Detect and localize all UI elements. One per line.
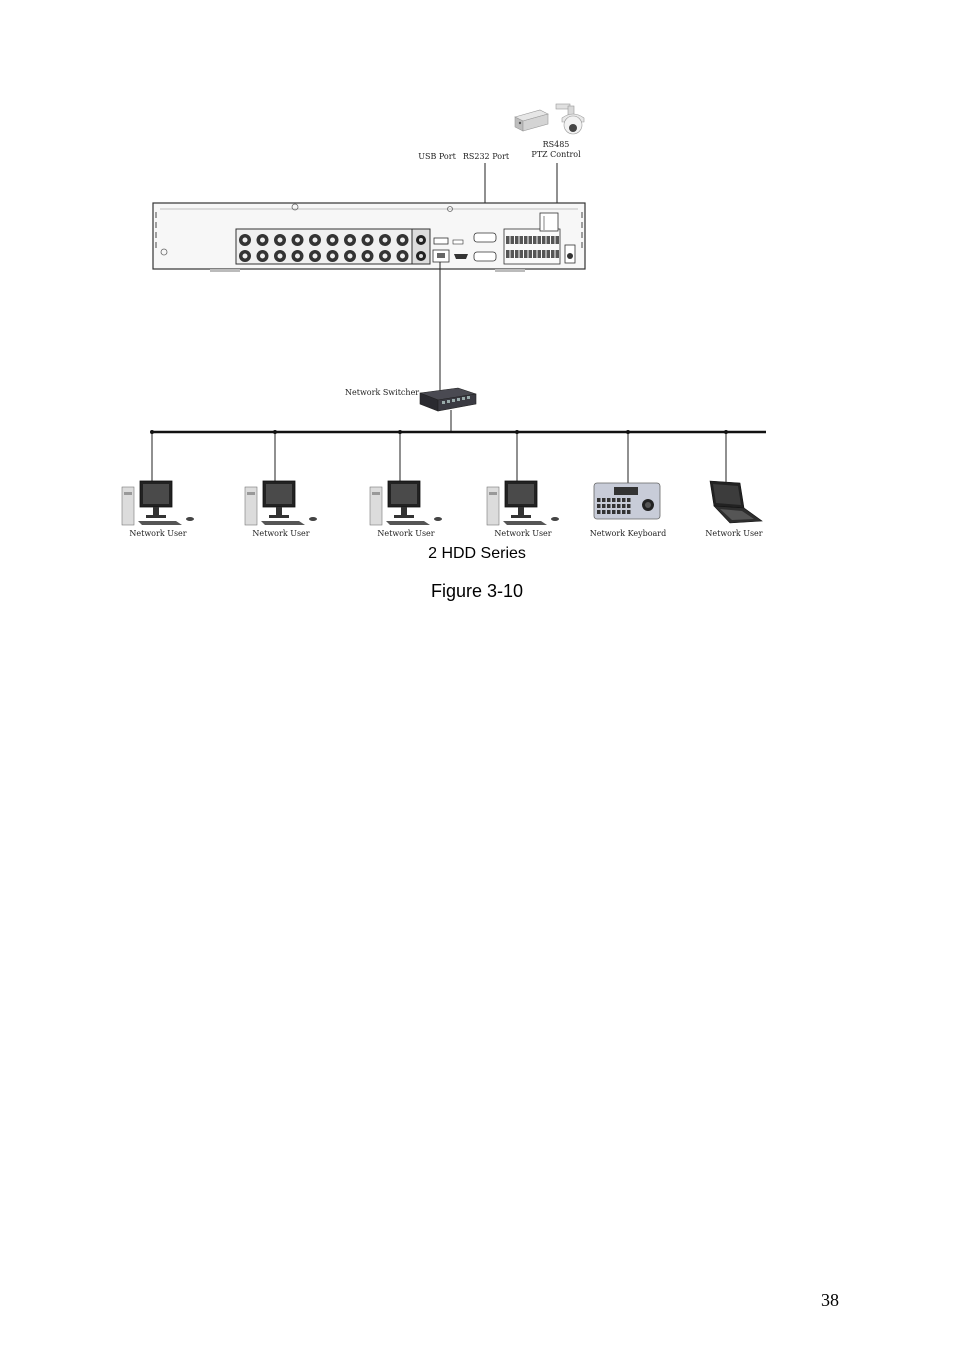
usb-port-icon xyxy=(433,237,449,245)
device-1-desktop: Network User xyxy=(121,430,194,538)
rs232-port-label: RS232 Port xyxy=(463,152,510,161)
alarm-terminal-block xyxy=(506,236,559,258)
device-5-keyboard: Network Keyboard xyxy=(590,430,667,538)
terminal-pin xyxy=(506,236,510,244)
device-2-desktop: Network User xyxy=(244,430,317,538)
terminal-pin xyxy=(533,236,537,244)
terminal-pin xyxy=(542,236,546,244)
terminal-pin xyxy=(528,250,532,258)
terminal-pin xyxy=(528,236,532,244)
terminal-pin xyxy=(510,236,514,244)
bnc-video-ports xyxy=(239,234,409,262)
dvr-rear-panel xyxy=(152,202,586,272)
device-6-laptop: Network User xyxy=(705,430,763,538)
terminal-pin xyxy=(537,236,541,244)
terminal-pin xyxy=(515,236,519,244)
terminal-pin xyxy=(546,236,550,244)
rs485-label: RS485 xyxy=(543,140,570,149)
desktop-computer-icon xyxy=(244,480,317,526)
device-label: Network User xyxy=(494,529,551,538)
usb-port-label: USB Port xyxy=(418,152,456,161)
terminal-pin xyxy=(551,250,555,258)
terminal-pin xyxy=(506,250,510,258)
terminal-pin xyxy=(524,250,528,258)
rs232-port-icon xyxy=(473,232,497,243)
terminal-pin xyxy=(510,250,514,258)
desktop-computer-icon xyxy=(121,480,194,526)
terminal-pin xyxy=(519,236,523,244)
network-switch-icon xyxy=(419,387,477,412)
terminal-pin xyxy=(533,250,537,258)
device-label: Network User xyxy=(377,529,434,538)
device-label: Network User xyxy=(129,529,186,538)
terminal-pin xyxy=(551,236,555,244)
device-label: Network User xyxy=(705,529,762,538)
desktop-computer-icon xyxy=(486,480,559,526)
terminal-pin xyxy=(524,236,528,244)
ptz-control-label: PTZ Control xyxy=(531,150,581,159)
figure-caption: Figure 3-10 xyxy=(430,581,524,601)
terminal-pin xyxy=(537,250,541,258)
device-3-desktop: Network User xyxy=(369,430,442,538)
desktop-computer-icon xyxy=(369,480,442,526)
vga-port-icon xyxy=(473,251,497,262)
device-4-desktop: Network User xyxy=(486,430,559,538)
device-label: Network Keyboard xyxy=(590,529,667,538)
network-devices: Network User Network User Network User Netw… xyxy=(121,430,763,538)
terminal-pin xyxy=(515,250,519,258)
terminal-pin xyxy=(542,250,546,258)
terminal-pin xyxy=(519,250,523,258)
network-connection-diagram: USB Port RS232 Port RS485 PTZ Control xyxy=(121,103,766,538)
page-number: 38 xyxy=(821,1290,839,1310)
terminal-pin xyxy=(555,250,559,258)
ptz-camera-icon xyxy=(555,103,585,135)
terminal-pin xyxy=(546,250,550,258)
network-switcher-label: Network Switcher xyxy=(345,388,419,397)
laptop-icon xyxy=(709,480,763,524)
network-keyboard-icon xyxy=(593,482,661,520)
device-label: Network User xyxy=(252,529,309,538)
terminal-pin xyxy=(555,236,559,244)
ptz-decoder-icon xyxy=(514,109,549,132)
series-caption: 2 HDD Series xyxy=(428,545,526,562)
